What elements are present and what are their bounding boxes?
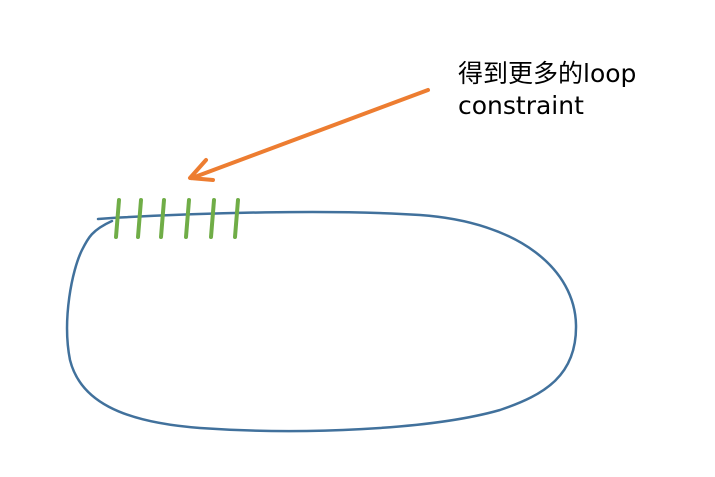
constraint-tick [233,198,240,239]
annotation-line-1: 得到更多的loop [458,59,637,88]
annotation-text: 得到更多的loop constraint [458,58,636,122]
constraint-tick [184,198,191,239]
constraint-tick [136,198,143,239]
arrow-head [188,158,215,182]
constraint-tick [159,198,166,239]
constraint-tick [114,198,121,239]
pointer-arrow [188,88,430,182]
annotation-line-2: constraint [458,91,584,120]
arrow-shaft [190,88,430,180]
constraint-tick [209,198,216,239]
trajectory-loop [65,210,578,433]
loop-constraint-ticks [114,198,240,239]
